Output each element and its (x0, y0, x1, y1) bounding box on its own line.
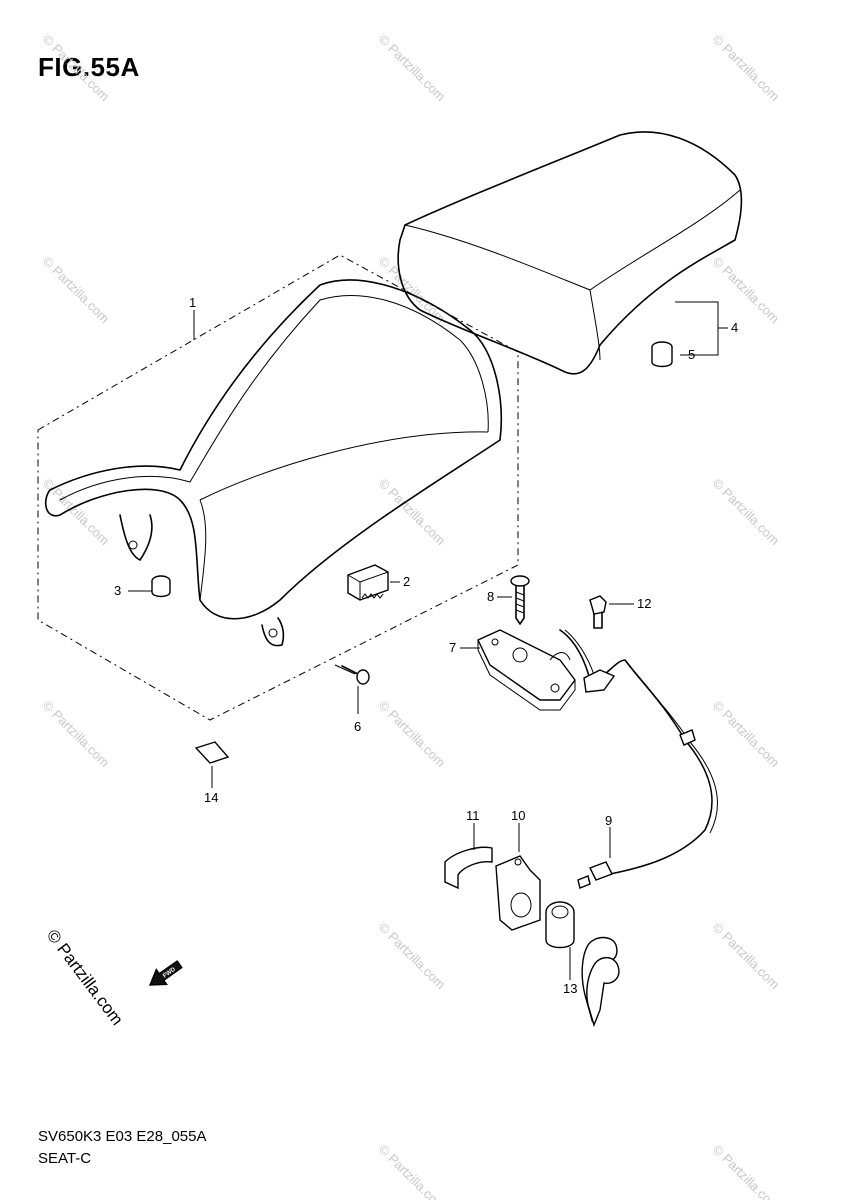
callout-2: 2 (403, 574, 410, 589)
callout-7: 7 (449, 640, 456, 655)
figure-code: SV650K3 E03 E28_055A (38, 1128, 207, 1145)
callout-11: 11 (466, 808, 480, 823)
watermark: © Partzilla.com (376, 476, 449, 549)
callout-1: 1 (189, 295, 196, 310)
watermark: © Partzilla.com (710, 698, 783, 771)
part-12-bolt (589, 595, 607, 629)
part-6-screw (334, 664, 370, 685)
callout-13: 13 (563, 981, 577, 996)
part-3-cushion (151, 575, 171, 598)
watermark: © Partzilla.com (376, 254, 449, 327)
part-10-holder (495, 855, 541, 931)
part-5-cushion (651, 341, 673, 368)
callout-labels: 1 2 3 4 5 6 7 8 9 10 11 12 13 14 (114, 295, 738, 996)
part-7-seat-lock (477, 629, 576, 711)
watermark: © Partzilla.com (40, 254, 113, 327)
forward-arrow: FWD (148, 960, 183, 986)
assembly-outline (37, 254, 519, 721)
watermark-group: © Partzilla.com © Partzilla.com © Partzi… (40, 32, 783, 1200)
watermark: © Partzilla.com (710, 920, 783, 993)
rear-seat (397, 131, 743, 375)
callout-3: 3 (114, 583, 121, 598)
figure-title: FIG.55A (38, 52, 140, 82)
watermark: © Partzilla.com (376, 1142, 449, 1200)
part-8-screw (510, 575, 530, 625)
callout-4: 4 (731, 320, 738, 335)
leader-lines (128, 301, 728, 980)
watermark: © Partzilla.com (376, 920, 449, 993)
watermark: © Partzilla.com (376, 32, 449, 105)
callout-8: 8 (487, 589, 494, 604)
part-11-clip (444, 846, 493, 890)
part-2-bracket (347, 564, 389, 601)
part-14-label (194, 741, 230, 764)
watermark: © Partzilla.com (40, 476, 113, 549)
watermark: © Partzilla.com (710, 1142, 783, 1200)
callout-9: 9 (605, 813, 612, 828)
callout-6: 6 (354, 719, 361, 734)
watermark: © Partzilla.com (710, 476, 783, 549)
watermark: © Partzilla.com (710, 254, 783, 327)
callout-5: 5 (688, 347, 695, 362)
callout-14: 14 (204, 790, 218, 805)
callout-12: 12 (637, 596, 651, 611)
callout-10: 10 (511, 808, 525, 823)
figure-name: SEAT-C (38, 1150, 92, 1167)
watermark: © Partzilla.com (40, 32, 113, 105)
watermark: © Partzilla.com (376, 698, 449, 771)
part-9-cable (559, 629, 718, 889)
brand-watermark: © Partzilla.com (43, 926, 127, 1029)
part-13-lock-set (545, 901, 620, 1028)
watermark: © Partzilla.com (710, 32, 783, 105)
watermark: © Partzilla.com (40, 698, 113, 771)
front-seat (44, 279, 503, 647)
